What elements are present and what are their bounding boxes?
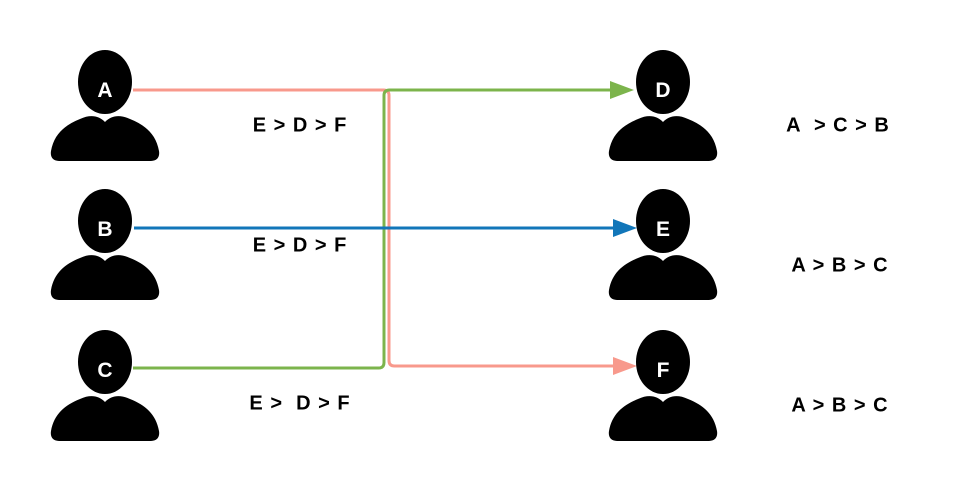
person-b-icon: B (50, 189, 160, 300)
preference-c: E > D > F (249, 392, 351, 415)
person-c-label: C (97, 359, 112, 382)
person-c: C (50, 329, 160, 441)
person-e-icon: E (608, 189, 718, 300)
person-a-icon: A (50, 50, 160, 161)
person-b-label: B (97, 218, 112, 241)
person-d-icon: D (608, 50, 718, 161)
person-f-icon: F (608, 330, 718, 441)
person-b: B (50, 188, 160, 300)
arrowhead-e-icon (613, 219, 637, 237)
person-d-label: D (655, 79, 670, 102)
preference-f: A > B > C (791, 394, 889, 417)
arrowhead-f-icon (613, 357, 637, 375)
person-a: A (50, 49, 160, 161)
person-f-label: F (657, 359, 670, 382)
arrowhead-d-icon (610, 81, 634, 99)
person-e: E (608, 188, 718, 300)
preference-a: E > D > F (252, 114, 348, 137)
person-a-label: A (97, 79, 112, 102)
person-f: F (608, 329, 718, 441)
person-c-icon: C (50, 330, 160, 441)
preference-b: E > D > F (252, 234, 348, 257)
preference-e: A > B > C (791, 254, 889, 277)
person-e-label: E (656, 218, 670, 241)
person-d: D (608, 49, 718, 161)
preference-d: A > C > B (786, 114, 890, 137)
